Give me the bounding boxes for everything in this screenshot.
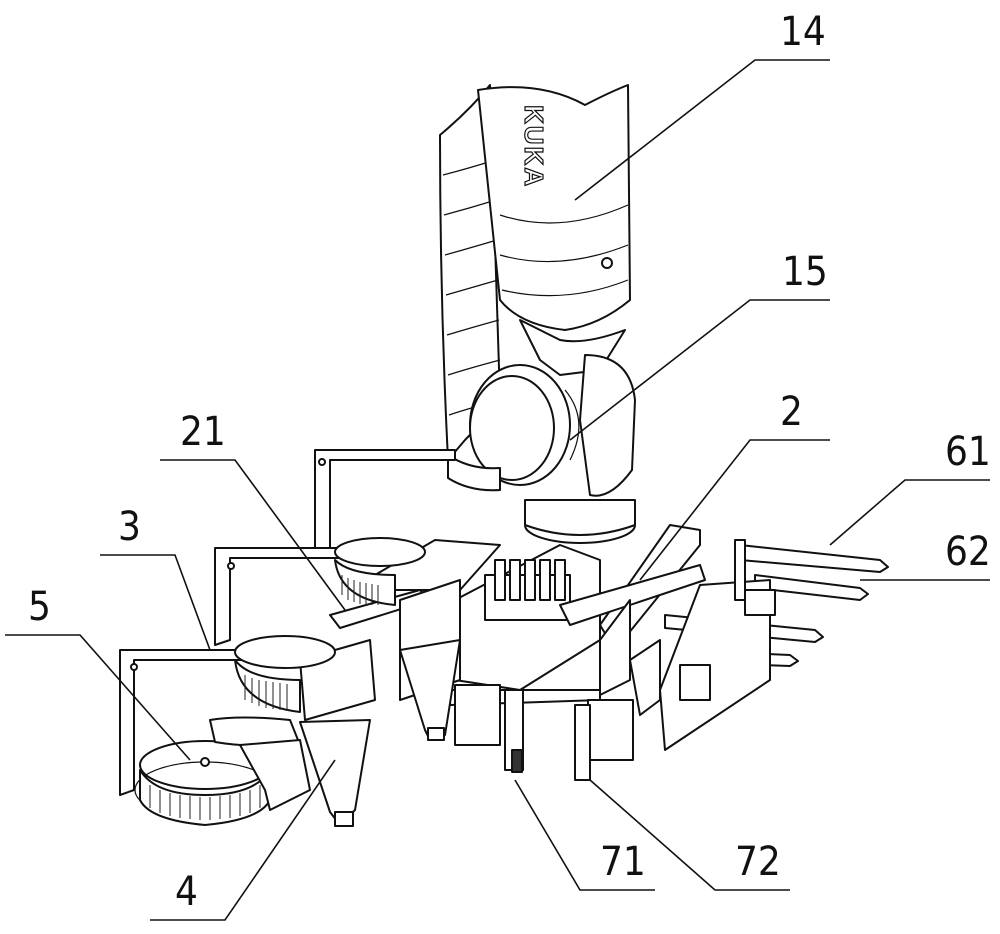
valve-manifold (484, 559, 571, 621)
brush-wheels (134, 537, 426, 826)
callout-15: 15 (782, 249, 828, 295)
cable-hose (439, 84, 501, 461)
fork-arms (659, 539, 889, 751)
callout-61: 61 (945, 429, 991, 475)
callout-14: 14 (780, 9, 826, 55)
robot-arm: KUKA (439, 84, 631, 461)
brand-label: KUKA (519, 105, 549, 188)
callout-72: 72 (735, 839, 781, 885)
funnel-nozzles (209, 639, 461, 827)
brush-wheel-1 (334, 537, 426, 606)
callout-71: 71 (600, 839, 646, 885)
callout-5: 5 (28, 584, 51, 630)
callout-3: 3 (118, 504, 141, 550)
callout-62: 62 (945, 529, 991, 575)
brush-wheel-2 (234, 635, 336, 713)
callout-4: 4 (175, 869, 198, 915)
callout-21: 21 (180, 409, 226, 455)
clamp-assemblies (454, 639, 661, 781)
arm-column (477, 84, 631, 331)
leader-lines (5, 59, 990, 921)
wrist-flange (447, 354, 636, 544)
callout-labels: 14 15 2 21 3 5 61 62 71 72 4 (28, 9, 991, 915)
callout-2: 2 (780, 389, 803, 435)
